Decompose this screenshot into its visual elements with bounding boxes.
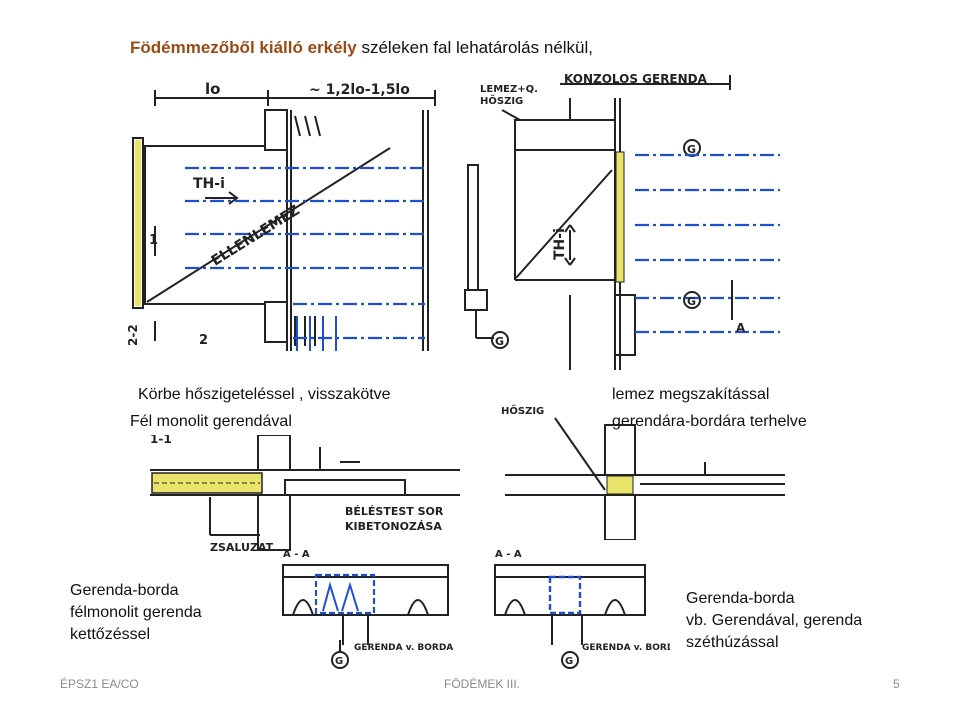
label-span: ~ 1,2lo-1,5lo	[309, 82, 410, 98]
label-lo: lo	[205, 80, 220, 98]
caption-left-line1: Körbe hőszigeteléssel , visszakötve	[138, 386, 391, 403]
label-thi-left: TH-i	[193, 176, 225, 192]
footer-left: ÉPSZ1 EA/CO	[60, 677, 139, 691]
title-highlight: Födémmezőből kiálló erkély	[130, 38, 357, 57]
label-belestest: BÉLÉSTEST SOR	[345, 505, 444, 518]
caption-bottom-left: Gerenda-borda félmonolit gerenda kettőzé…	[70, 580, 202, 646]
label-section-22: 2-2	[126, 324, 140, 346]
label-gerenda-borda-right: GERENDA v. BORDA	[582, 643, 670, 653]
label-a: A	[736, 321, 746, 335]
label-section-2: 2	[199, 333, 208, 348]
section-sketch-left: 1-1 BÉLÉSTEST SOR KIBETONOZÁSA ZSALUZAT	[150, 435, 460, 553]
label-section-1: 1	[149, 233, 158, 248]
caption-bottom-right-line3: széthúzással	[686, 634, 779, 651]
caption-bottom-right: Gerenda-borda vb. Gerendával, gerenda sz…	[686, 588, 862, 654]
plan-sketch-left: lo ~ 1,2lo-1,5lo TH-i ELLENLEMEZ 1 2-2 2	[126, 80, 436, 351]
label-lemez-hoszig: LEMEZ+Q.HŐSZIG	[480, 84, 538, 107]
caption-left-line2: Fél monolit gerendával	[130, 413, 292, 430]
caption-bottom-right-line1: Gerenda-borda	[686, 590, 795, 607]
aa-sketch-right: A - A GERENDA v. BORDA G	[494, 549, 670, 669]
caption-bottom-left-line3: kettőzéssel	[70, 626, 151, 643]
title-rest: széleken fal lehatárolás nélkül,	[356, 38, 593, 57]
label-ellenlemez: ELLENLEMEZ	[209, 202, 303, 269]
section-sketch-right: HŐSZIG	[501, 403, 785, 540]
label-konzolos: KONZOLOS GERENDA	[564, 72, 708, 86]
label-hoszig: HŐSZIG	[501, 403, 544, 417]
footer-center: FÖDÉMEK III.	[444, 677, 521, 691]
caption-bottom-left-line1: Gerenda-borda	[70, 582, 179, 599]
label-aa-left: A - A	[283, 549, 310, 560]
footer-page-number: 5	[893, 677, 900, 691]
label-gerenda-borda-left: GERENDA v. BORDA	[354, 643, 453, 653]
label-g-aa-left: G	[335, 656, 343, 667]
plan-sketch-right: LEMEZ+Q.HŐSZIG KONZOLOS GERENDA TH-i G G…	[464, 72, 780, 370]
caption-right-line1: lemez megszakítással	[612, 386, 770, 403]
label-section-11: 1-1	[150, 435, 172, 446]
label-g-3: G	[495, 335, 504, 348]
label-aa-right: A - A	[495, 549, 522, 560]
label-g-2: G	[687, 295, 696, 308]
caption-bottom-left-line2: félmonolit gerenda	[70, 604, 202, 621]
label-kibetonozasa: KIBETONOZÁSA	[345, 520, 442, 533]
caption-right-line2: gerendára-bordára terhelve	[612, 413, 807, 430]
page-title: Födémmezőből kiálló erkély széleken fal …	[130, 38, 593, 58]
label-zsaluzat: ZSALUZAT	[210, 541, 274, 553]
label-g-aa-right: G	[565, 656, 573, 667]
caption-bottom-right-line2: vb. Gerendával, gerenda	[686, 612, 863, 629]
label-g-1: G	[687, 143, 696, 156]
aa-sketch-left: A - A GERENDA v. BORDA G	[282, 549, 453, 669]
label-thi-right: TH-i	[552, 228, 568, 260]
